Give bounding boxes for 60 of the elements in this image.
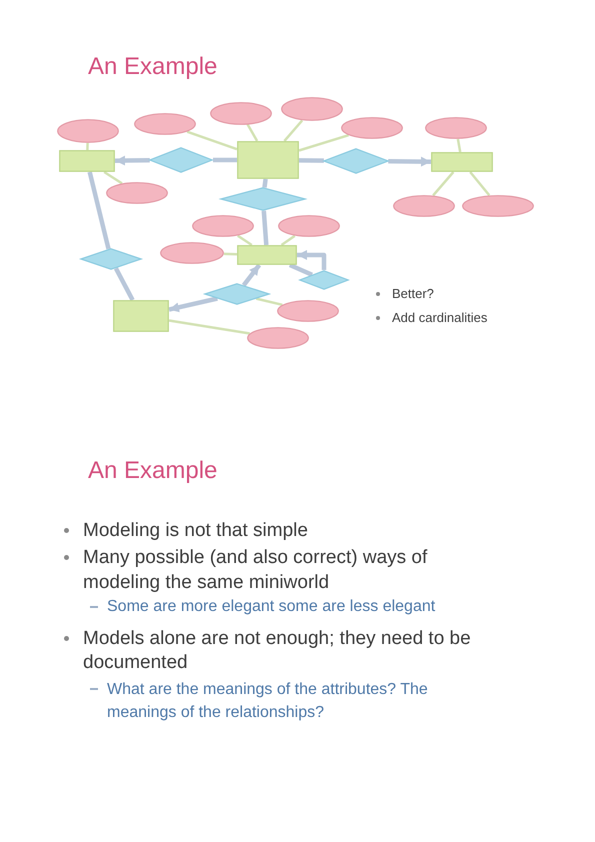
connector-line xyxy=(262,210,269,246)
arrow xyxy=(114,156,150,166)
slide-title: An Example xyxy=(88,456,218,485)
connector-line xyxy=(224,252,238,256)
bullet-text: Models alone are not enough; they need to be documented xyxy=(83,626,472,674)
connector-line xyxy=(114,267,135,302)
attribute-ellipse xyxy=(134,113,196,135)
arrow xyxy=(388,156,432,167)
attribute-ellipse xyxy=(281,97,343,121)
sub-bullet-text: What are the meanings of the attributes? The meanings of the relationships? xyxy=(107,680,429,722)
note-text: Better? xyxy=(392,285,435,303)
connector-line xyxy=(456,138,462,152)
connector-line xyxy=(246,124,258,142)
attribute-ellipse xyxy=(462,195,534,217)
connector-line xyxy=(298,158,324,163)
attribute-ellipse xyxy=(106,182,168,204)
attribute-ellipse xyxy=(278,215,340,237)
connector-line xyxy=(288,262,313,277)
connector-line xyxy=(432,171,454,196)
sub-bullet-text: Some are more elegant some are less elegant xyxy=(107,597,436,617)
attribute-ellipse xyxy=(277,300,339,322)
connector-line xyxy=(186,130,238,150)
connector-line xyxy=(104,170,123,184)
connector-line xyxy=(86,142,89,150)
connector-line xyxy=(283,120,304,142)
relationship-diamond xyxy=(149,147,213,173)
connector-line xyxy=(88,171,111,250)
connector-line xyxy=(298,134,349,152)
arrow xyxy=(297,250,326,270)
attribute-ellipse xyxy=(160,242,224,264)
relationship-diamond xyxy=(323,148,389,174)
connector-line xyxy=(213,158,237,162)
note-text: Add cardinalities xyxy=(392,309,488,327)
connector-line xyxy=(469,171,490,196)
entity-box xyxy=(237,245,297,265)
entity-box xyxy=(431,152,493,172)
connector-line xyxy=(168,319,250,335)
relationship-diamond xyxy=(80,248,142,270)
connector-line xyxy=(280,234,296,246)
attribute-ellipse xyxy=(247,327,309,349)
entity-box xyxy=(237,141,299,179)
bullet-text: Modeling is not that simple xyxy=(83,518,309,542)
attribute-ellipse xyxy=(341,117,403,139)
relationship-diamond xyxy=(204,283,270,305)
attribute-ellipse xyxy=(393,195,455,217)
relationship-diamond xyxy=(220,187,306,211)
entity-box xyxy=(59,150,115,172)
connector-line xyxy=(237,234,252,246)
attribute-ellipse xyxy=(192,215,254,237)
slide-title: An Example xyxy=(88,52,218,81)
attribute-ellipse xyxy=(210,102,272,124)
connector-line xyxy=(256,297,283,306)
connector-line xyxy=(262,178,268,188)
attribute-ellipse xyxy=(57,119,119,143)
arrow xyxy=(242,264,262,287)
bullet-text: Many possible (and also correct) ways of modeling the same miniworld xyxy=(83,546,428,594)
attribute-ellipse xyxy=(425,117,487,139)
arrow xyxy=(168,296,218,312)
relationship-diamond xyxy=(299,270,349,290)
entity-box xyxy=(113,300,169,332)
